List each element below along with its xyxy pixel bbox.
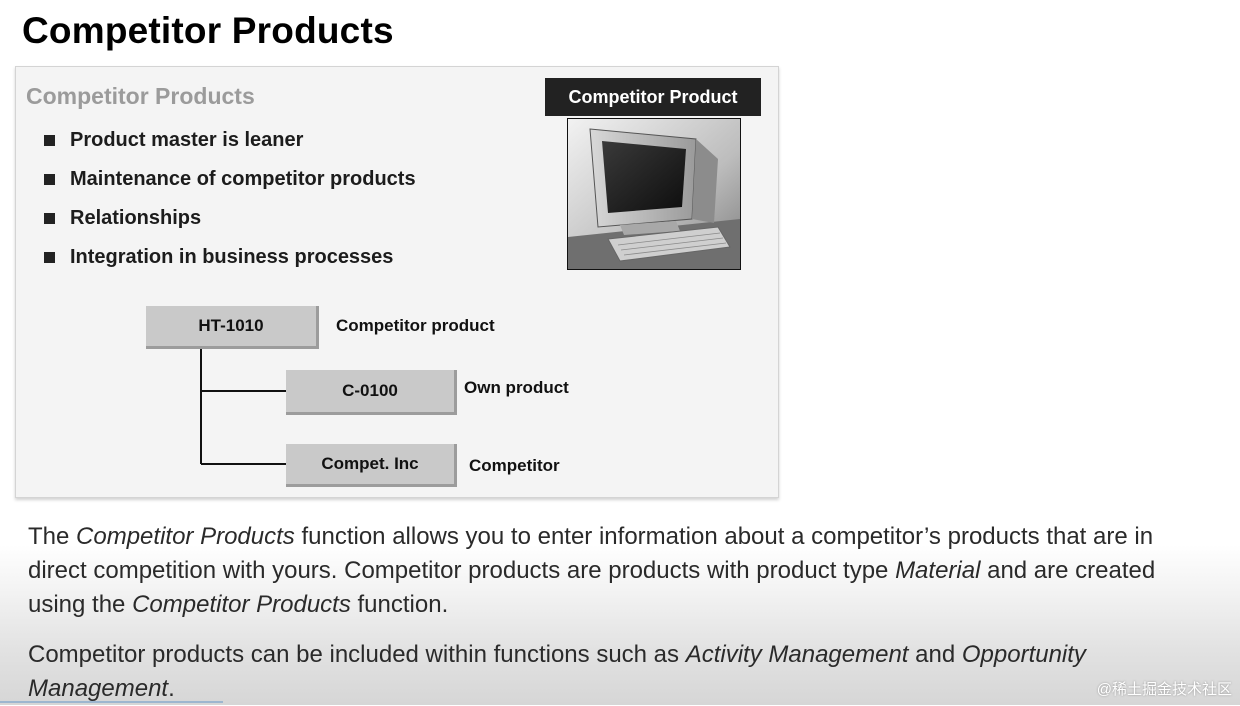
node-competitor: Compet. Inc [286,444,457,487]
link-underline-decoration [0,701,223,703]
node-label-competitor-product: Competitor product [336,316,495,335]
body-text-italic: Material [895,557,981,584]
body-text-run: function. [350,591,449,618]
body-text-italic: Competitor Products [76,523,295,550]
bullet-item: Product master is leaner [44,125,416,164]
body-text-run: . [168,675,175,702]
body-text-run: and are created using the [28,557,1156,618]
body-text-run: Competitor products can be included with… [28,641,686,668]
bullet-item: Maintenance of competitor products [44,164,416,203]
computer-illustration [568,119,740,269]
node-label-own-product: Own product [464,378,569,397]
body-text-run: function allows you to enter information… [28,523,1154,584]
bullet-item: Relationships [44,203,416,242]
body-text-italic: Competitor Products [132,591,351,618]
bullet-list: Product master is leaner Maintenance of … [44,125,416,281]
image-caption: Competitor Product [545,78,761,116]
body-text-run: The [28,523,77,550]
panel-heading: Competitor Products [26,83,255,109]
body-text-italic: Activity Management [685,641,909,668]
node-own-product: C-0100 [286,370,457,415]
slide-panel: Competitor Products Product master is le… [15,66,779,498]
node-label-competitor: Competitor [469,456,560,475]
watermark: @稀土掘金技术社区 [1096,681,1232,698]
body-paragraph-1: The Competitor Products function allows … [28,520,1218,622]
computer-image [567,118,741,270]
body-text-run: and [908,641,962,668]
bullet-item: Integration in business processes [44,242,416,281]
body-paragraph-2: Competitor products can be included with… [28,638,1218,706]
page-title: Competitor Products [22,10,394,51]
node-competitor-product: HT-1010 [146,306,319,349]
body-text-italic: Opportunity Management [28,641,1086,702]
